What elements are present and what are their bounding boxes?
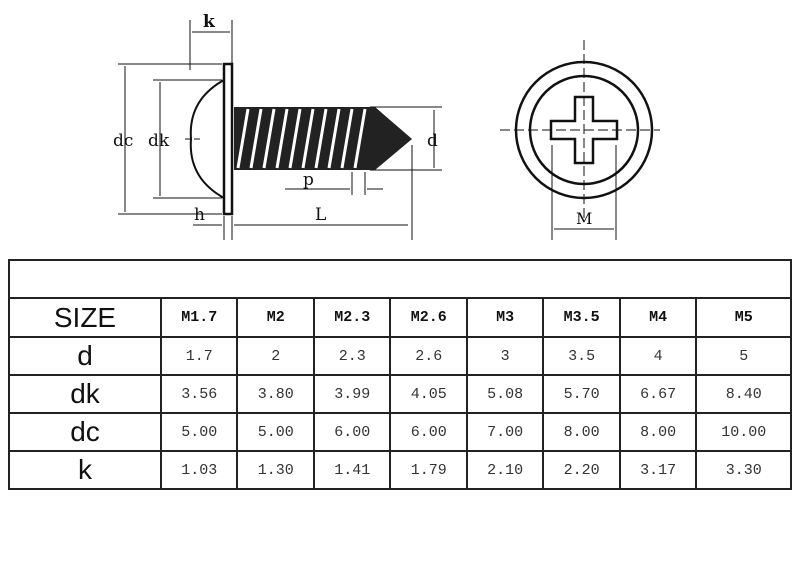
- value-cell: 1.03: [159, 450, 239, 490]
- size-cell: M3: [465, 297, 545, 338]
- screw-tip: [375, 107, 412, 170]
- size-cell: M2.6: [389, 297, 468, 338]
- value-cell: 7.00: [465, 412, 545, 452]
- label-k: k: [203, 12, 216, 32]
- size-cell: M2.3: [312, 297, 392, 338]
- value-cell: 8.00: [542, 412, 621, 452]
- value-cell: 2.10: [465, 450, 545, 490]
- row-label: d: [8, 336, 162, 376]
- row-label: k: [8, 450, 162, 490]
- value-cell: 5: [695, 336, 792, 376]
- value-cell: 8.00: [618, 412, 698, 452]
- size-cell: M4: [618, 297, 698, 338]
- label-d: d: [427, 131, 438, 151]
- value-cell: 4.05: [389, 374, 468, 414]
- value-cell: 2.3: [312, 336, 392, 376]
- label-dk: dk: [148, 131, 170, 151]
- size-cell: M2: [236, 297, 315, 338]
- phillips-cross-icon: [549, 95, 619, 165]
- row-label: dk: [8, 374, 162, 414]
- size-cell: M5: [695, 297, 792, 338]
- value-cell: 1.79: [389, 450, 468, 490]
- value-cell: 1.7: [159, 336, 239, 376]
- value-cell: 6.00: [389, 412, 468, 452]
- value-cell: 3.17: [618, 450, 698, 490]
- value-cell: 10.00: [695, 412, 792, 452]
- top-view: M: [500, 40, 660, 240]
- size-cell: M1.7: [159, 297, 239, 338]
- value-cell: 6.67: [618, 374, 698, 414]
- value-cell: 2: [236, 336, 315, 376]
- value-cell: 3.5: [542, 336, 621, 376]
- value-cell: 6.00: [312, 412, 392, 452]
- washer-flange: [222, 62, 234, 216]
- size-header: SIZE: [8, 297, 162, 338]
- value-cell: 4: [618, 336, 698, 376]
- label-h: h: [194, 205, 205, 225]
- value-cell: 2.6: [389, 336, 468, 376]
- value-cell: 1.30: [236, 450, 315, 490]
- value-cell: 5.70: [542, 374, 621, 414]
- value-cell: 8.40: [695, 374, 792, 414]
- label-M: M: [576, 209, 592, 228]
- value-cell: 5.00: [159, 412, 239, 452]
- label-dc: dc: [113, 131, 133, 151]
- value-cell: 5.00: [236, 412, 315, 452]
- row-label: dc: [8, 412, 162, 452]
- label-p: p: [303, 170, 314, 190]
- value-cell: 2.20: [542, 450, 621, 490]
- label-L: L: [315, 205, 326, 225]
- value-cell: 3.30: [695, 450, 792, 490]
- value-cell: 1.41: [312, 450, 392, 490]
- size-cell: M3.5: [542, 297, 621, 338]
- value-cell: 3.56: [159, 374, 239, 414]
- value-cell: 3.99: [312, 374, 392, 414]
- table-title-row: [8, 259, 792, 299]
- value-cell: 3.80: [236, 374, 315, 414]
- screw-drawing: k dc dk d p h L M: [113, 12, 660, 240]
- side-view: k dc dk d p h L: [113, 12, 442, 240]
- value-cell: 5.08: [465, 374, 545, 414]
- value-cell: 3: [465, 336, 545, 376]
